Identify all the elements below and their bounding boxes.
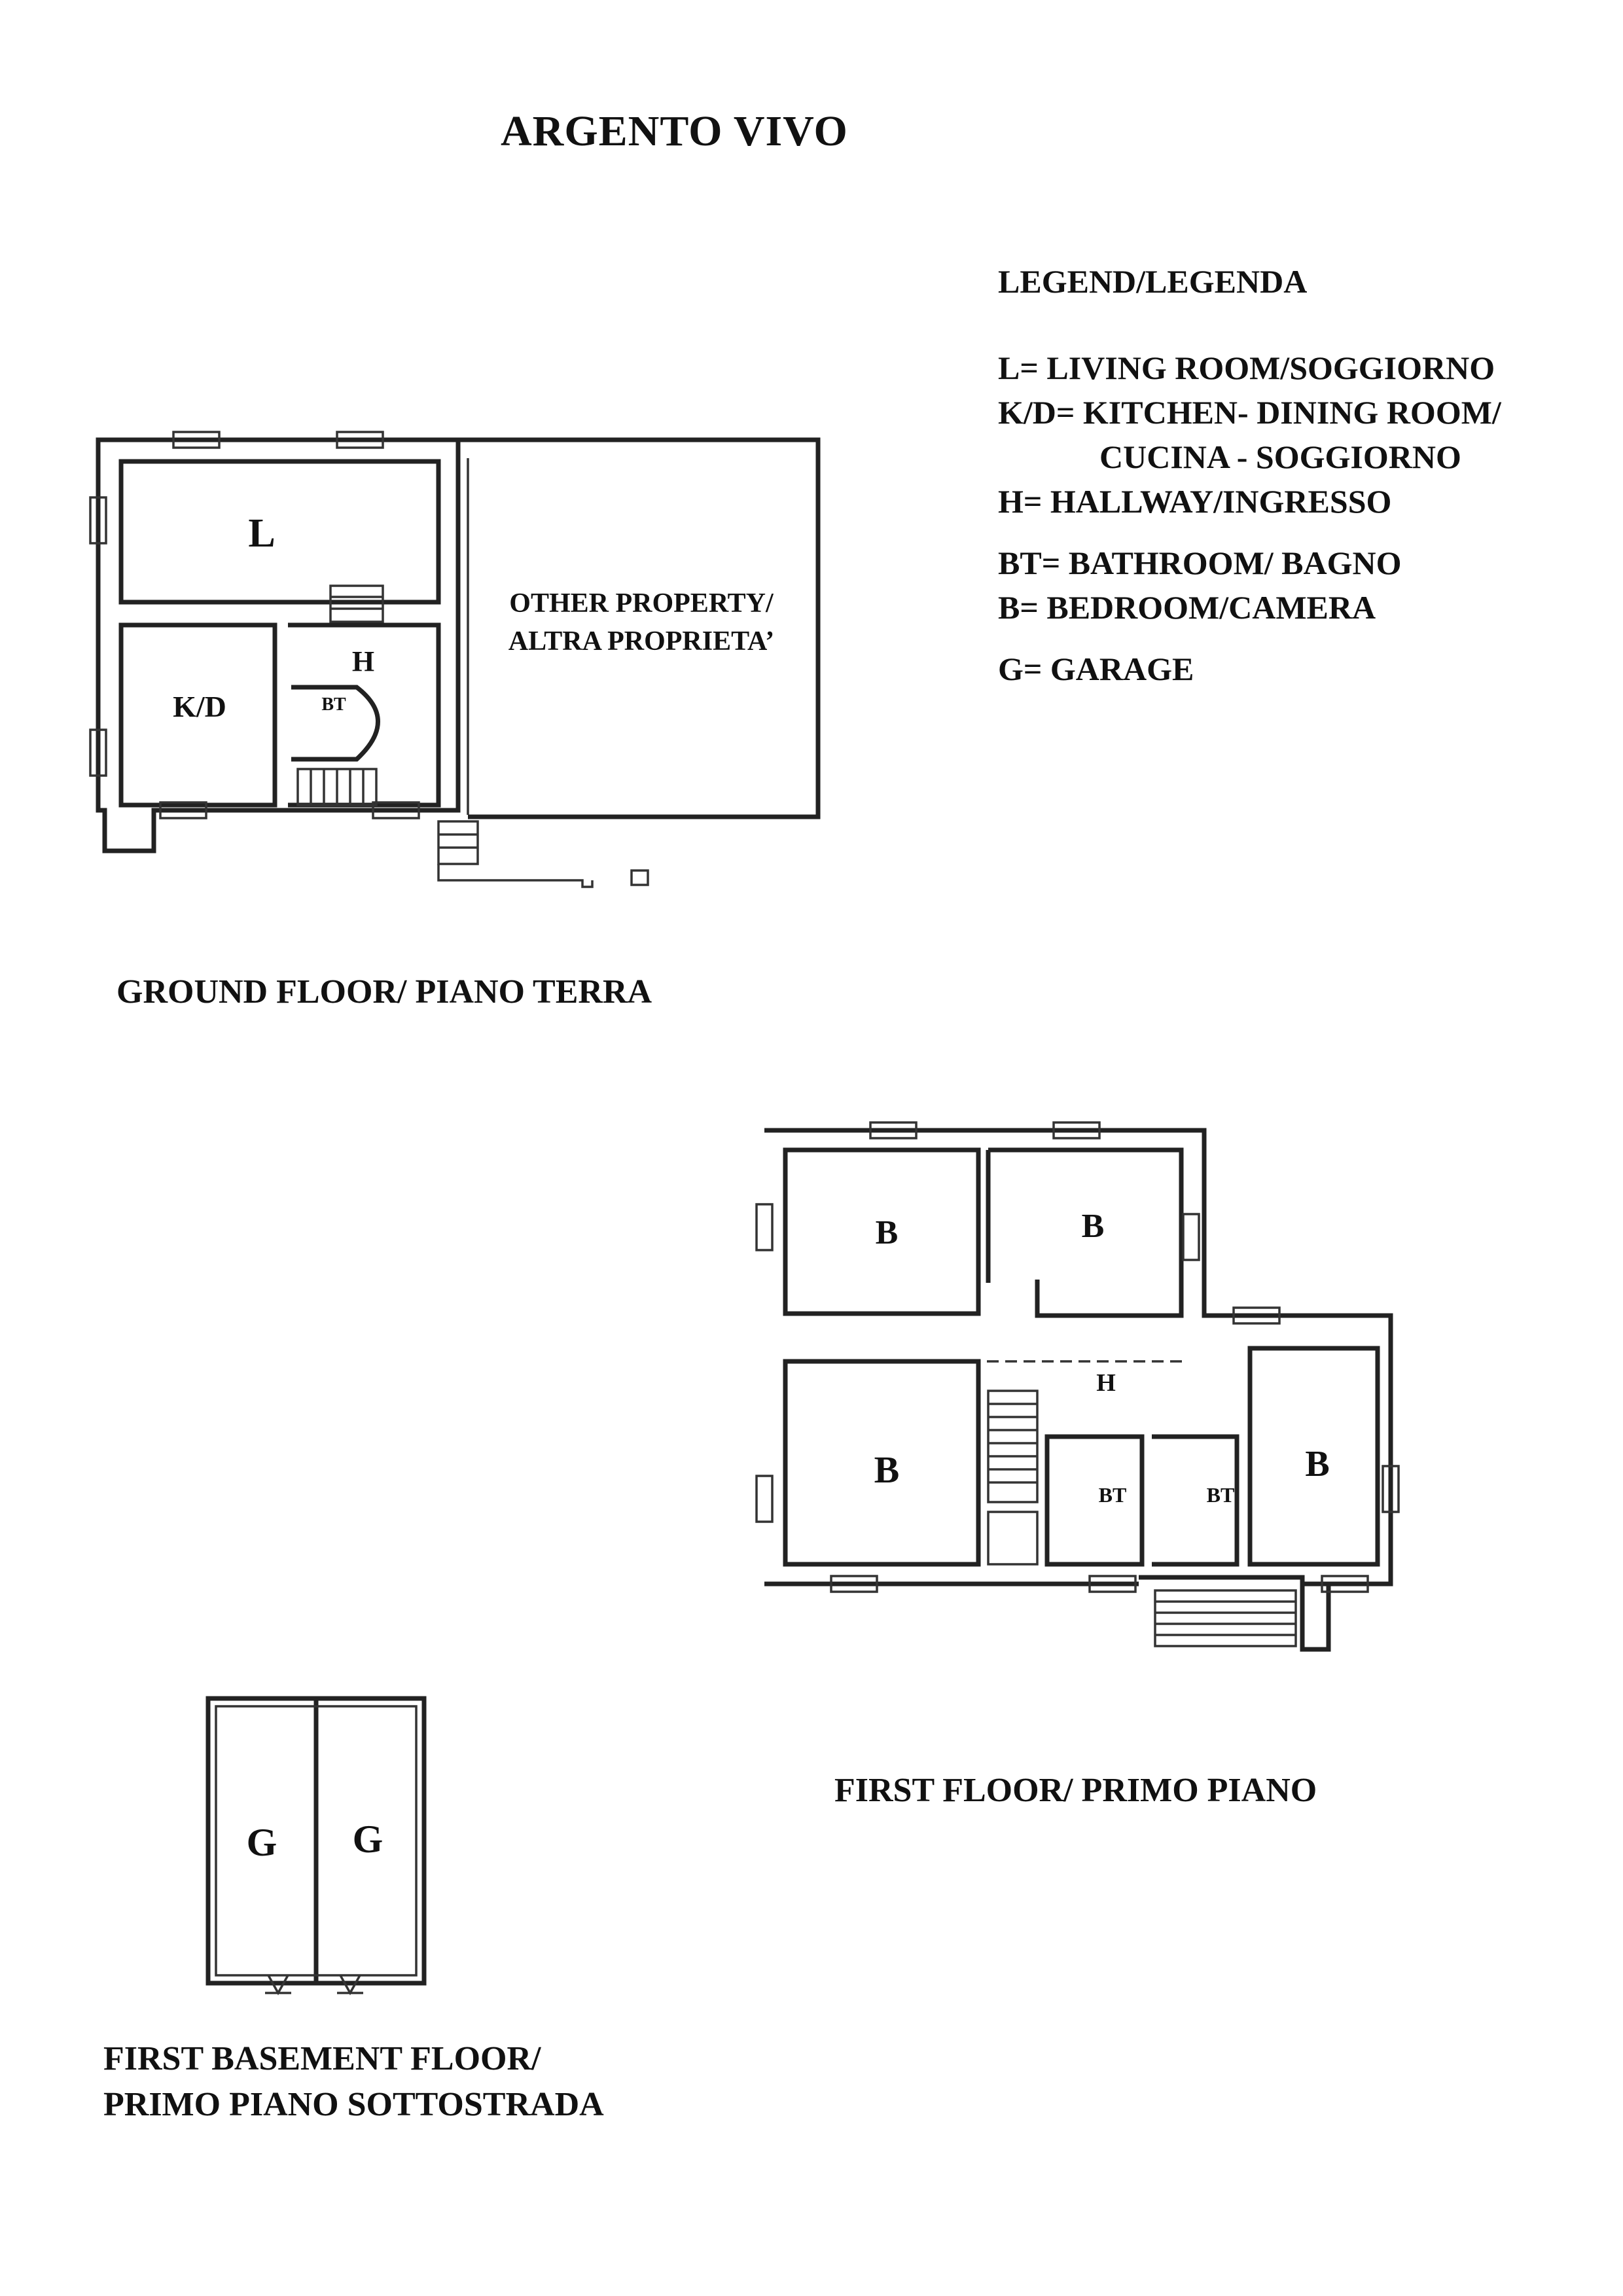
legend-item-hallway: H= HALLWAY/INGRESSO: [998, 483, 1392, 520]
label-bed-3: B: [874, 1448, 900, 1491]
ground-floor-plan: L K/D H BT OTHER PROPERTY/ ALTRA PROPRIE…: [89, 431, 821, 888]
bedroom-3-walls: [783, 1359, 981, 1567]
label-hallway: H: [352, 645, 374, 677]
bedroom-4-walls: [1247, 1346, 1380, 1567]
legend-item-living: L= LIVING ROOM/SOGGIORNO: [998, 350, 1495, 386]
ground-window-marks: [89, 431, 420, 819]
legend-item-kitchen: K/D= KITCHEN- DINING ROOM/: [998, 394, 1501, 431]
basement-caption-line1: FIRST BASEMENT FLOOR/: [103, 2040, 541, 2077]
label-bed-4: B: [1305, 1444, 1329, 1484]
page-title: ARGENTO VIVO: [501, 107, 848, 155]
entry-steps: [437, 820, 649, 888]
first-floor-caption: FIRST FLOOR/ PRIMO PIANO: [834, 1772, 1317, 1809]
label-bed-2: B: [1082, 1208, 1105, 1245]
legend-item-garage: G= GARAGE: [998, 651, 1194, 687]
legend-heading: LEGEND/LEGENDA: [998, 263, 1308, 300]
basement-caption-line2: PRIMO PIANO SOTTOSTRADA: [103, 2086, 604, 2123]
living-room-walls: [118, 459, 441, 605]
label-kitchen: K/D: [173, 690, 226, 723]
ground-floor-caption: GROUND FLOOR/ PIANO TERRA: [116, 973, 652, 1011]
basement-plan: G G: [205, 1696, 427, 1996]
label-first-hallway: H: [1096, 1369, 1116, 1397]
fireplace: [329, 584, 384, 623]
label-bathroom: BT: [321, 694, 346, 715]
garage-door-marks: [265, 1975, 363, 1996]
other-property-walls: [458, 437, 821, 819]
bedroom-2-walls: [986, 1147, 1184, 1318]
label-other-property-1: OTHER PROPERTY/: [509, 588, 774, 619]
legend-item-bathroom: BT= BATHROOM/ BAGNO: [998, 545, 1402, 581]
bedroom-1-walls: [783, 1147, 981, 1316]
bathroom-walls: [291, 685, 380, 762]
first-outer-wall: [764, 1128, 1393, 1652]
label-other-property-2: ALTRA PROPRIETA’: [508, 626, 774, 656]
label-garage-2: G: [353, 1818, 383, 1861]
ground-stairs: [296, 768, 378, 806]
first-stairs: [987, 1390, 1039, 1566]
legend-item-bedroom: B= BEDROOM/CAMERA: [998, 589, 1376, 626]
label-living: L: [248, 511, 275, 556]
first-exterior-steps: [1154, 1589, 1297, 1647]
label-bed-1: B: [876, 1214, 899, 1251]
label-bath-1: BT: [1099, 1483, 1127, 1507]
label-bath-2: BT: [1207, 1483, 1235, 1507]
bath-2-walls: [1152, 1434, 1240, 1567]
garage-inner-line: [215, 1705, 418, 1977]
first-floor-plan: B B B B H BT BT: [755, 1121, 1400, 1652]
kitchen-walls: [118, 622, 277, 808]
bath-1-walls: [1044, 1434, 1145, 1567]
legend-item-kitchen-cont: CUCINA - SOGGIORNO: [1099, 439, 1461, 475]
first-window-marks: [755, 1121, 1400, 1593]
ground-outer-wall: [96, 437, 461, 853]
label-garage-1: G: [247, 1821, 277, 1864]
